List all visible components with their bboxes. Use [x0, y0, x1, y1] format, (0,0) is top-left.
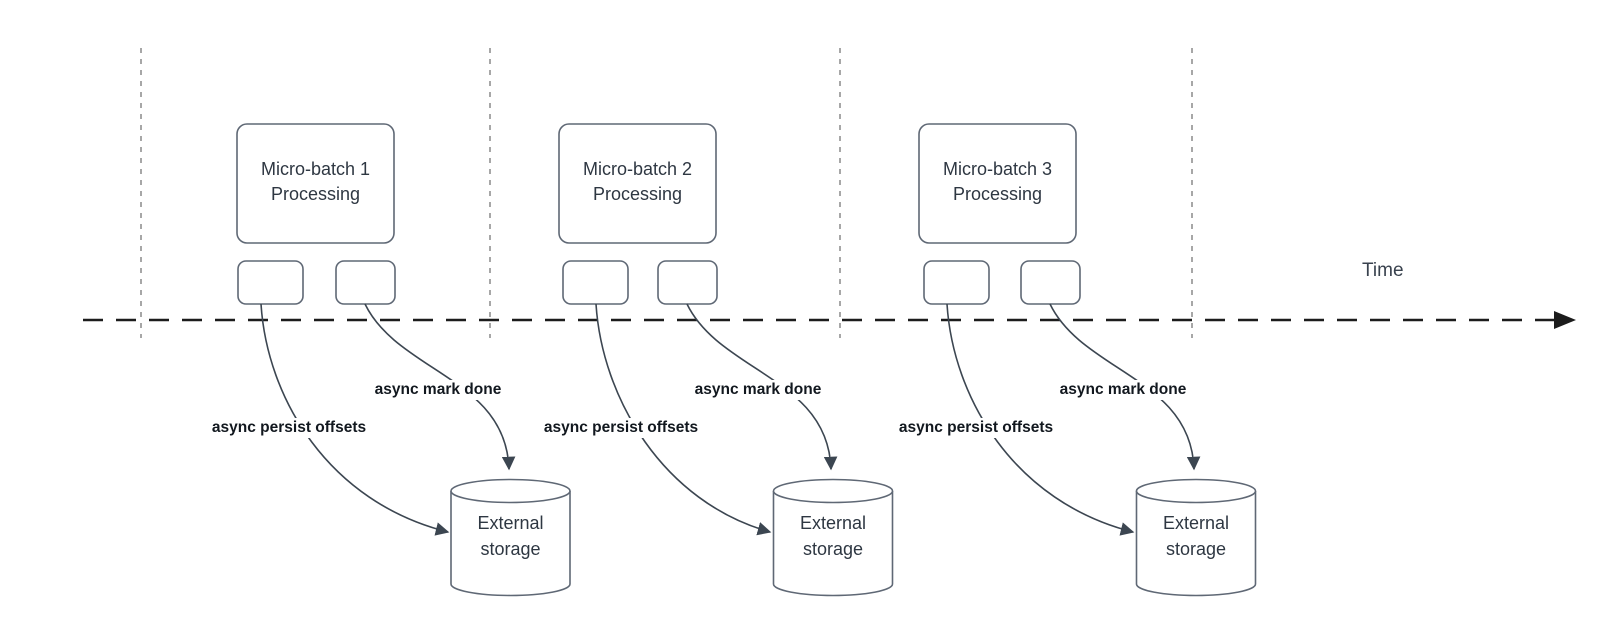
external-storage-label-1-line1: External [477, 513, 544, 533]
batch-3-title-line2: Processing [952, 184, 1043, 204]
batch-1-offset-box [237, 260, 304, 305]
timeline-arrowhead-icon [1554, 311, 1576, 329]
mark-done-label-1: async mark done [371, 380, 505, 400]
external-storage-label-2-line1: External [799, 513, 867, 533]
external-storage-label-3-line1: External [1162, 513, 1230, 533]
external-storage-label-2: External storage [800, 510, 866, 562]
external-storage-cylinder-3-body [1135, 491, 1257, 597]
batch-3-offset-box [923, 260, 990, 305]
external-storage-label-1: External storage [477, 510, 543, 562]
batch-1-title-line2: Processing [270, 184, 361, 204]
persist-offsets-label-1: async persist offsets [208, 418, 370, 438]
mark-done-arrow-2 [686, 303, 838, 471]
mark-done-label-2: async mark done [691, 380, 825, 400]
persist-offsets-label-3: async persist offsets [895, 418, 1057, 438]
batch-1-shapes [236, 123, 571, 597]
batch-2-title: Micro-batch 2 Processing [583, 157, 692, 207]
persist-offsets-arrow-1 [260, 303, 450, 536]
batch-3-done-box [1020, 260, 1081, 305]
persist-offsets-arrow-3 [946, 303, 1135, 536]
persist-offsets-label-2: async persist offsets [540, 418, 702, 438]
batch-2-title-line1: Micro-batch 2 [582, 159, 693, 179]
external-storage-cylinder-1-body [450, 491, 571, 597]
batch-1-done-box [335, 260, 396, 305]
batch-2-shapes [558, 123, 894, 597]
batch-1-title: Micro-batch 1 Processing [261, 157, 370, 207]
external-storage-cylinder-3-top [1135, 478, 1257, 504]
batch-1-title-line1: Micro-batch 1 [260, 159, 371, 179]
mark-done-arrow-3 [1049, 303, 1201, 471]
mark-done-label-3: async mark done [1056, 380, 1190, 400]
batch-2-offset-box [562, 260, 629, 305]
external-storage-cylinder-1-top [450, 478, 571, 504]
time-label: Time [1362, 260, 1404, 281]
batch-3-title-line1: Micro-batch 3 [942, 159, 1053, 179]
external-storage-label-3: External storage [1163, 510, 1229, 562]
batch-3-processing-box [918, 123, 1077, 244]
batch-3-title: Micro-batch 3 Processing [943, 157, 1052, 207]
external-storage-label-3-line2: storage [1165, 539, 1227, 559]
batch-1-processing-box [236, 123, 395, 244]
batch-2-title-line2: Processing [592, 184, 683, 204]
external-storage-cylinder-2-top [772, 478, 894, 504]
interval-guide-lines [140, 48, 1193, 338]
external-storage-label-1-line2: storage [480, 539, 541, 559]
external-storage-label-2-line2: storage [802, 539, 864, 559]
external-storage-cylinder-2-body [772, 491, 894, 597]
batch-2-processing-box [558, 123, 717, 244]
batch-3-shapes [918, 123, 1257, 597]
persist-offsets-arrow-2 [595, 303, 772, 536]
batch-2-done-box [657, 260, 718, 305]
mark-done-arrow-1 [364, 303, 516, 471]
